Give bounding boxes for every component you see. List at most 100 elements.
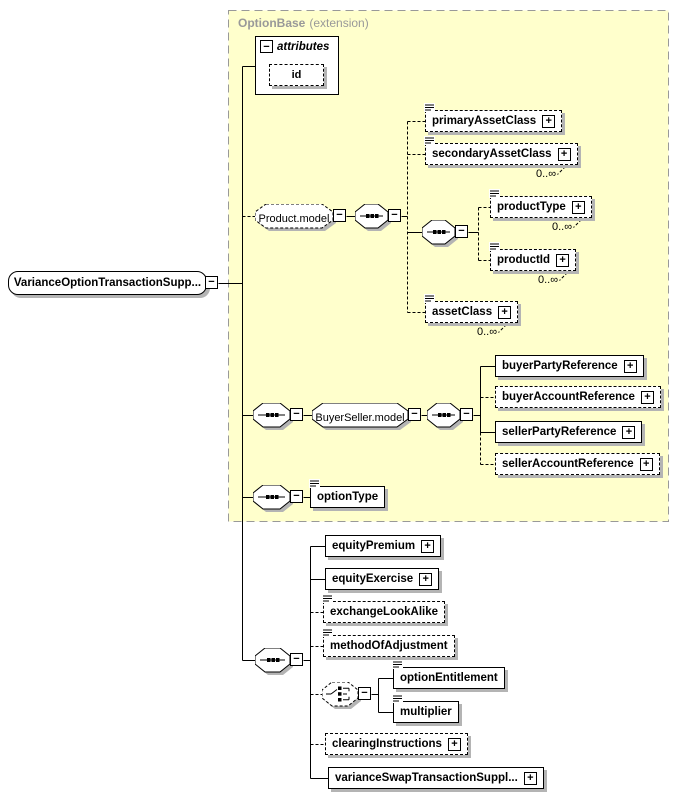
- element-sellerAccountReference[interactable]: sellerAccountReference +: [495, 453, 660, 475]
- element-label: equityExercise: [332, 573, 414, 585]
- content-model-icon: [489, 189, 500, 198]
- model-group-label: Product.model: [258, 212, 330, 225]
- sequence-icon: [252, 402, 293, 430]
- group-title: OptionBase(extension): [238, 16, 369, 30]
- content-model-icon: [424, 294, 435, 303]
- collapse-button[interactable]: −: [290, 490, 303, 503]
- element-clearingInstructions[interactable]: clearingInstructions +: [325, 733, 468, 755]
- collapse-button[interactable]: −: [455, 225, 468, 238]
- expand-button[interactable]: +: [622, 425, 636, 439]
- expand-button[interactable]: +: [639, 457, 653, 471]
- element-label: productId: [497, 254, 551, 266]
- content-model-icon: [309, 479, 320, 488]
- sequence-icon: [426, 402, 463, 430]
- element-label: exchangeLookAlike: [330, 606, 439, 618]
- element-varianceSwapTransactionSupplement[interactable]: varianceSwapTransactionSuppl... +: [328, 767, 544, 789]
- model-group-product[interactable]: Product.model: [254, 203, 337, 237]
- sequence-compositor[interactable]: [252, 402, 294, 436]
- expand-button[interactable]: +: [419, 572, 433, 586]
- model-group-label: BuyerSeller.model: [315, 411, 405, 424]
- expand-button[interactable]: +: [556, 253, 570, 267]
- expand-button[interactable]: +: [571, 200, 585, 214]
- collapse-button[interactable]: −: [290, 653, 303, 666]
- element-label: productType: [497, 201, 566, 213]
- element-secondaryAssetClass[interactable]: secondaryAssetClass +: [424, 136, 578, 165]
- dashed-connectors: [242, 121, 582, 745]
- content-model-icon: [322, 628, 333, 637]
- element-assetClass[interactable]: assetClass +: [424, 294, 519, 323]
- attribute-label: id: [291, 69, 302, 81]
- sequence-compositor[interactable]: [254, 647, 294, 681]
- sequence-icon: [421, 219, 458, 247]
- collapse-button[interactable]: −: [290, 408, 303, 421]
- element-equityPremium[interactable]: equityPremium +: [325, 535, 442, 557]
- expand-button[interactable]: +: [447, 737, 461, 751]
- octagon-shape: [254, 203, 336, 231]
- element-root[interactable]: VarianceOptionTransactionSupp...: [8, 271, 207, 295]
- element-label: multiplier: [400, 706, 452, 718]
- occurrence-label: 0..∞: [477, 326, 498, 338]
- expand-button[interactable]: +: [623, 359, 637, 373]
- collapse-button[interactable]: −: [358, 687, 371, 700]
- element-optionType[interactable]: optionType: [309, 479, 386, 508]
- content-model-icon: [392, 660, 403, 669]
- collapse-button[interactable]: −: [205, 276, 218, 289]
- element-label: primaryAssetClass: [432, 115, 537, 127]
- sequence-icon: [252, 484, 293, 512]
- element-label: sellerPartyReference: [502, 426, 617, 438]
- element-label: buyerAccountReference: [502, 391, 635, 403]
- occurrence-label: 0..∞: [552, 221, 573, 233]
- attribute-id[interactable]: id: [269, 64, 324, 86]
- element-label: clearingInstructions: [332, 738, 442, 750]
- element-exchangeLookAlike[interactable]: exchangeLookAlike: [322, 594, 446, 623]
- element-buyerAccountReference[interactable]: buyerAccountReference +: [495, 386, 661, 408]
- element-label: secondaryAssetClass: [432, 148, 552, 160]
- element-primaryAssetClass[interactable]: primaryAssetClass +: [424, 103, 563, 132]
- element-label: sellerAccountReference: [502, 458, 634, 470]
- element-label: assetClass: [432, 306, 493, 318]
- content-model-icon: [392, 694, 403, 703]
- content-model-icon: [322, 594, 333, 603]
- element-productId[interactable]: productId +: [489, 242, 577, 271]
- group-title-name: OptionBase: [238, 16, 306, 30]
- element-label: equityPremium: [332, 540, 416, 552]
- model-group-buyerseller[interactable]: BuyerSeller.model: [311, 402, 412, 436]
- content-model-icon: [424, 136, 435, 145]
- element-label: methodOfAdjustment: [330, 640, 448, 652]
- expand-button[interactable]: +: [421, 539, 435, 553]
- choice-icon: [321, 681, 361, 709]
- expand-button[interactable]: +: [557, 147, 571, 161]
- choice-compositor[interactable]: [321, 681, 362, 715]
- collapse-button[interactable]: −: [260, 40, 273, 53]
- element-buyerPartyReference[interactable]: buyerPartyReference +: [495, 355, 644, 377]
- collapse-button[interactable]: −: [408, 408, 421, 421]
- expand-button[interactable]: +: [498, 305, 512, 319]
- element-label: optionType: [317, 491, 379, 503]
- collapse-button[interactable]: −: [460, 408, 473, 421]
- element-sellerPartyReference[interactable]: sellerPartyReference +: [495, 421, 643, 443]
- element-equityExercise[interactable]: equityExercise +: [325, 568, 440, 590]
- element-optionEntitlement[interactable]: optionEntitlement: [392, 660, 505, 689]
- element-multiplier[interactable]: multiplier: [392, 694, 459, 723]
- element-label: varianceSwapTransactionSuppl...: [335, 772, 518, 784]
- expand-button[interactable]: +: [640, 390, 654, 404]
- element-productType[interactable]: productType +: [489, 189, 592, 218]
- sequence-compositor[interactable]: [426, 402, 464, 436]
- sequence-icon: [354, 203, 391, 231]
- collapse-button[interactable]: −: [333, 209, 346, 222]
- attributes-label: attributes: [277, 40, 330, 53]
- occurrence-label: 0..∞: [536, 168, 557, 180]
- attributes-header: − attributes: [256, 37, 338, 53]
- sequence-compositor[interactable]: [354, 203, 392, 237]
- sequence-compositor[interactable]: [421, 219, 459, 253]
- expand-button[interactable]: +: [542, 114, 556, 128]
- sequence-compositor[interactable]: [252, 484, 294, 518]
- sequence-icon: [254, 647, 293, 675]
- collapse-button[interactable]: −: [388, 209, 401, 222]
- occurrence-label: 0..∞: [538, 274, 559, 286]
- content-model-icon: [489, 242, 500, 251]
- group-title-kind: (extension): [309, 16, 369, 30]
- element-methodOfAdjustment[interactable]: methodOfAdjustment: [322, 628, 455, 657]
- expand-button[interactable]: +: [523, 771, 537, 785]
